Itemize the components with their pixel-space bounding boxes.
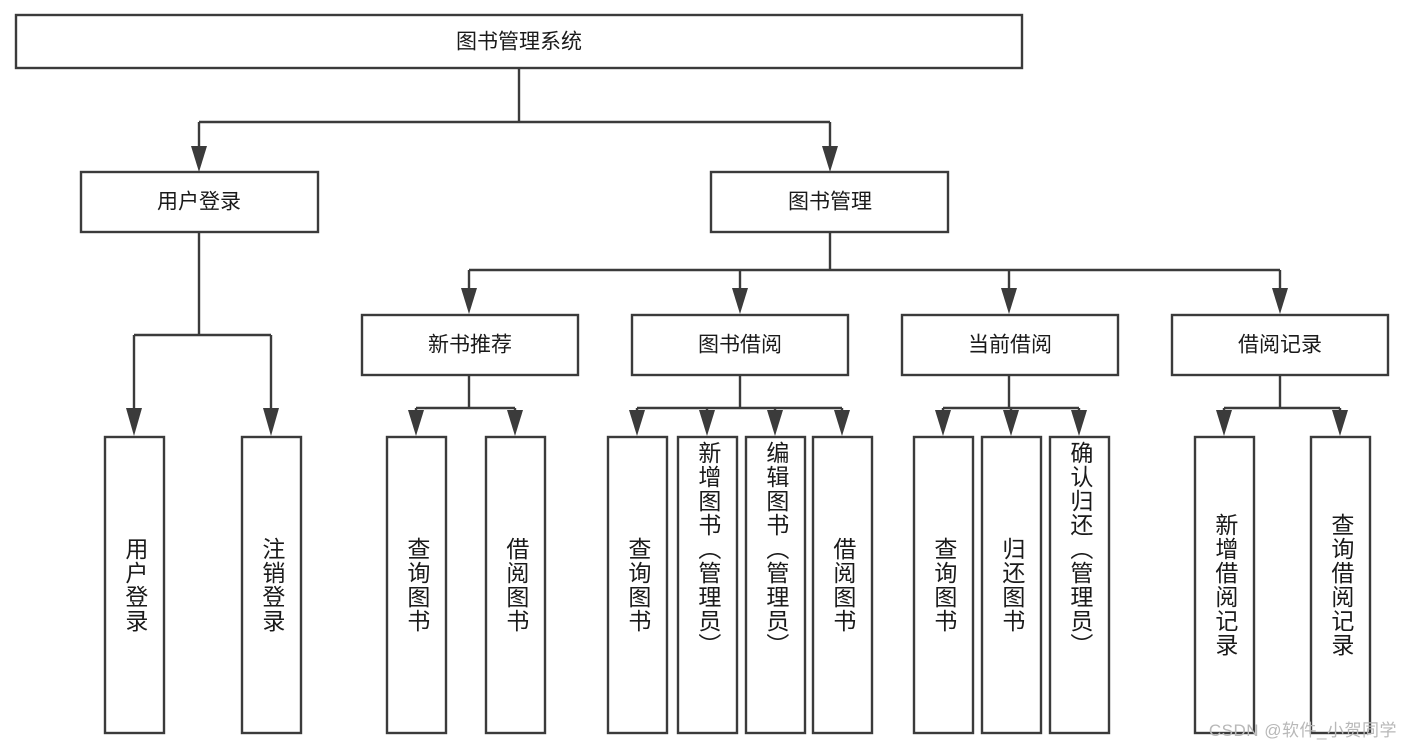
arrow-head-leaf-query-record [1332, 410, 1348, 436]
node-root-book-management-system[interactable]: 图书管理系统 [14, 13, 1024, 70]
node-book-borrow-box[interactable] [630, 313, 850, 377]
node-current-borrow-box[interactable] [900, 313, 1120, 377]
node-root-label: 图书管理系统 [456, 31, 582, 54]
node-new-book-recommend[interactable]: 新书推荐 [360, 313, 580, 377]
node-current-borrow-label: 当前借阅 [968, 334, 1052, 357]
node-book-borrow-label: 图书借阅 [698, 334, 782, 357]
arrow-head-leaf-confirm-return [1071, 410, 1087, 436]
leaf-boxes-current-borrow [912, 435, 1111, 735]
leaf-boxes-book-borrow [606, 435, 874, 735]
arrow-head-current-borrow [1001, 288, 1017, 314]
leaf-boxes-user-login [103, 435, 303, 735]
connector-group-borrow-record-to-leaves [1216, 375, 1348, 436]
leaf-box-edit-book[interactable] [744, 435, 807, 735]
connector-group-new-book-to-leaves [408, 375, 523, 436]
arrow-head-leaf-user-login [126, 408, 142, 436]
arrow-head-leaf-query-book-2 [629, 410, 645, 436]
leaf-box-return-book[interactable] [980, 435, 1043, 735]
leaf-box-query-record[interactable] [1309, 435, 1372, 735]
node-user-login-label: 用户登录 [157, 191, 241, 214]
arrow-head-book-manage [822, 146, 838, 172]
arrow-head-leaf-query-book-1 [408, 410, 424, 436]
node-root-box[interactable] [14, 13, 1024, 70]
arrow-head-book-borrow [732, 288, 748, 314]
arrow-head-leaf-add-book [699, 410, 715, 436]
node-borrow-record-label: 借阅记录 [1238, 334, 1322, 357]
leaf-box-borrow-book-2[interactable] [811, 435, 874, 735]
leaf-box-confirm-return[interactable] [1048, 435, 1111, 735]
leaf-box-query-book-3[interactable] [912, 435, 975, 735]
connector-group-current-borrow-to-leaves [935, 375, 1087, 436]
leaf-box-query-book-1[interactable] [385, 435, 448, 735]
leaf-boxes-new-book-recommend [385, 435, 547, 735]
arrow-head-new-book [461, 288, 477, 314]
node-book-management[interactable]: 图书管理 [709, 170, 950, 234]
leaf-box-user-login[interactable] [103, 435, 166, 735]
leaf-box-query-book-2[interactable] [606, 435, 669, 735]
node-borrow-record-box[interactable] [1170, 313, 1390, 377]
connector-group-root-to-level2 [191, 68, 838, 172]
csdn-watermark: CSDN @软件_小贺同学 [1208, 721, 1397, 740]
arrow-head-leaf-borrow-book-1 [507, 410, 523, 436]
node-new-book-recommend-label: 新书推荐 [428, 334, 512, 357]
node-book-management-box[interactable] [709, 170, 950, 234]
leaf-box-borrow-book-1[interactable] [484, 435, 547, 735]
connector-group-user-login-to-leaves [126, 232, 279, 436]
arrow-head-borrow-record [1272, 288, 1288, 314]
arrow-head-leaf-add-record [1216, 410, 1232, 436]
connector-group-book-borrow-to-leaves [629, 375, 850, 436]
arrow-head-leaf-query-book-3 [935, 410, 951, 436]
arrow-head-leaf-borrow-book-2 [834, 410, 850, 436]
node-borrow-record[interactable]: 借阅记录 [1170, 313, 1390, 377]
arrow-head-leaf-edit-book [767, 410, 783, 436]
node-user-login[interactable]: 用户登录 [79, 170, 320, 234]
node-book-borrow[interactable]: 图书借阅 [630, 313, 850, 377]
leaf-box-add-record[interactable] [1193, 435, 1256, 735]
node-new-book-recommend-box[interactable] [360, 313, 580, 377]
connector-group-book-manage-to-level3 [461, 232, 1288, 314]
node-current-borrow[interactable]: 当前借阅 [900, 313, 1120, 377]
arrow-head-leaf-return-book [1003, 410, 1019, 436]
node-user-login-box[interactable] [79, 170, 320, 234]
arrow-head-user-login [191, 146, 207, 172]
arrow-head-leaf-logout [263, 408, 279, 436]
node-book-management-label: 图书管理 [788, 191, 872, 214]
leaf-box-add-book[interactable] [676, 435, 739, 735]
leaf-box-logout[interactable] [240, 435, 303, 735]
leaf-boxes-borrow-record [1193, 435, 1372, 735]
